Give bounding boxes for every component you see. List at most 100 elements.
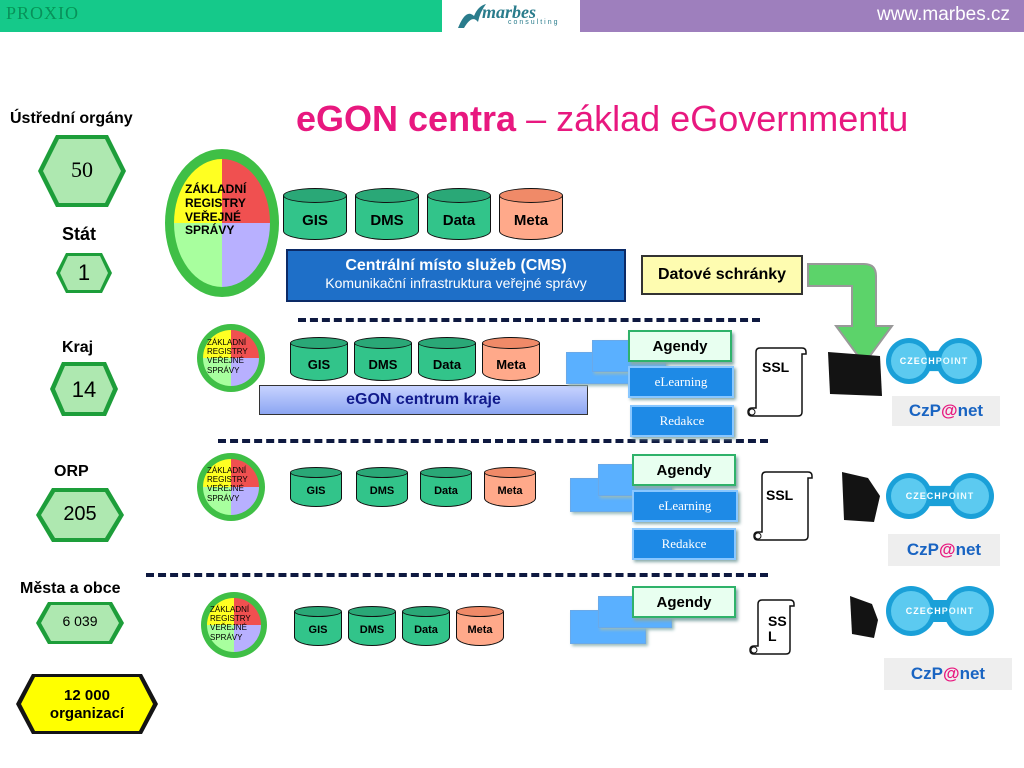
cylinder-body xyxy=(348,611,396,646)
data-database-cylinder: Data xyxy=(427,188,491,240)
cylinder-label: GIS xyxy=(307,356,331,372)
egon-kraj-box: eGON centrum kraje xyxy=(259,385,588,415)
meta-database-cylinder: Meta xyxy=(484,467,536,507)
registry-line: VEŘEJNÉ xyxy=(185,209,242,224)
cylinder-label: DMS xyxy=(370,211,404,229)
cylinder-label: Data xyxy=(432,356,462,372)
ssl-line: L xyxy=(768,628,777,645)
czpnet-part: net xyxy=(955,540,982,559)
registry-label-kraj: ZÁKLADNÍ REGISTRY VEŘEJNÉ SPRÁVY xyxy=(207,338,248,375)
separator-line xyxy=(146,573,768,577)
arrow-down-icon xyxy=(807,263,894,366)
cylinder-body xyxy=(354,343,412,381)
cylinder-top xyxy=(484,467,536,478)
elearning-box-orp: eLearning xyxy=(632,490,738,522)
level-count-ustredni: 50 xyxy=(71,157,93,182)
czechpoint-text-left: CZECH xyxy=(905,491,942,501)
cms-subtitle: Komunikační infrastruktura veřejné správ… xyxy=(325,275,587,291)
cylinder-top xyxy=(427,188,491,203)
czpnet-part: net xyxy=(957,401,984,420)
level-count-orp: 205 xyxy=(63,503,97,525)
czpnet-part: CzP xyxy=(910,664,944,683)
cylinder-top xyxy=(482,337,540,349)
level-count-mesta: 6 039 xyxy=(62,613,98,629)
registry-line: VEŘEJNÉ xyxy=(207,356,244,366)
cms-title: Centrální místo služeb (CMS) xyxy=(345,257,567,274)
agendy-box-mesta: Agendy xyxy=(632,586,736,618)
czpnet-label-orp: CzP@net xyxy=(888,534,1000,566)
level-label-mesta: Města a obce xyxy=(20,580,121,597)
cylinder-body xyxy=(290,343,348,381)
registry-line: SPRÁVY xyxy=(207,493,240,503)
cylinder-label: DMS xyxy=(369,485,395,498)
separator-line xyxy=(218,439,768,443)
cylinder-label: Data xyxy=(434,485,458,498)
cylinder-body xyxy=(294,611,342,646)
gis-database-cylinder: GIS xyxy=(290,337,348,381)
czechpoint-text-left: CZECH xyxy=(905,606,942,616)
registry-line: REGISTRY xyxy=(207,347,248,357)
meta-database-cylinder: Meta xyxy=(456,606,504,646)
registry-line: ZÁKLADNÍ xyxy=(210,605,250,614)
organizations-text: 12 000 organizací xyxy=(49,687,125,722)
registry-line: REGISTRY xyxy=(185,195,246,210)
cylinder-label: DMS xyxy=(359,624,385,637)
cylinder-body xyxy=(290,472,342,507)
data-database-cylinder: Data xyxy=(418,337,476,381)
cylinder-body xyxy=(420,472,472,507)
czpnet-part: CzP xyxy=(908,401,942,420)
registry-line: ZÁKLADNÍ xyxy=(207,338,247,347)
device-icon xyxy=(828,352,882,396)
cylinder-top xyxy=(294,606,342,617)
page-title: eGON centra – základ eGovernmentu xyxy=(296,98,908,140)
cylinder-body xyxy=(356,472,408,507)
ssl-label-mesta: SS L xyxy=(768,613,787,645)
registry-circle-mesta xyxy=(201,592,267,658)
cylinder-body xyxy=(484,472,536,507)
cylinder-body xyxy=(482,343,540,381)
cylinder-top xyxy=(456,606,504,617)
cylinder-label: Data xyxy=(414,624,438,637)
cylinder-top xyxy=(290,467,342,478)
registry-line: VEŘEJNÉ xyxy=(210,623,247,633)
cylinder-label: Meta xyxy=(467,624,493,637)
dms-database-cylinder: DMS xyxy=(356,467,408,507)
meta-database-cylinder: Meta xyxy=(499,188,563,240)
czpnet-label-mesta: CzP@net xyxy=(884,658,1012,690)
level-count-stat: 1 xyxy=(77,260,91,285)
czechpoint-shape-icon xyxy=(886,586,994,636)
gis-database-cylinder: GIS xyxy=(294,606,342,646)
datove-schranky-box: Datové schránky xyxy=(641,255,803,295)
registry-line: ZÁKLADNÍ xyxy=(185,182,247,196)
device-icon xyxy=(850,596,878,638)
registry-label-mesta: ZÁKLADNÍ REGISTRY VEŘEJNÉ SPRÁVY xyxy=(210,605,251,642)
cylinder-top xyxy=(402,606,450,617)
cylinder-label: Meta xyxy=(513,211,549,229)
ssl-line: SS xyxy=(768,613,787,629)
agendy-box-kraj: Agendy xyxy=(628,330,732,362)
czpnet-at: @ xyxy=(941,401,958,420)
cylinder-top xyxy=(348,606,396,617)
level-count-kraj: 14 xyxy=(71,377,97,402)
redakce-box-orp: Redakce xyxy=(632,528,736,560)
czpnet-label-kraj: CzP@net xyxy=(892,396,1000,426)
registry-line: REGISTRY xyxy=(210,614,251,624)
agendy-box-orp: Agendy xyxy=(632,454,736,486)
device-icon xyxy=(842,472,880,522)
website-url: www.marbes.cz xyxy=(876,4,1010,25)
registry-line: SPRÁVY xyxy=(210,632,243,642)
czpnet-at: @ xyxy=(943,664,960,683)
header-bar-left xyxy=(0,0,442,32)
separator-line xyxy=(298,318,760,322)
cylinder-top xyxy=(355,188,419,203)
ssl-label-kraj: SSL xyxy=(762,359,790,375)
dms-database-cylinder: DMS xyxy=(355,188,419,240)
gis-database-cylinder: GIS xyxy=(290,467,342,507)
brand-text: PROXIO xyxy=(6,3,80,23)
logo-subtext: consulting xyxy=(508,19,560,26)
cylinder-body xyxy=(402,611,450,646)
